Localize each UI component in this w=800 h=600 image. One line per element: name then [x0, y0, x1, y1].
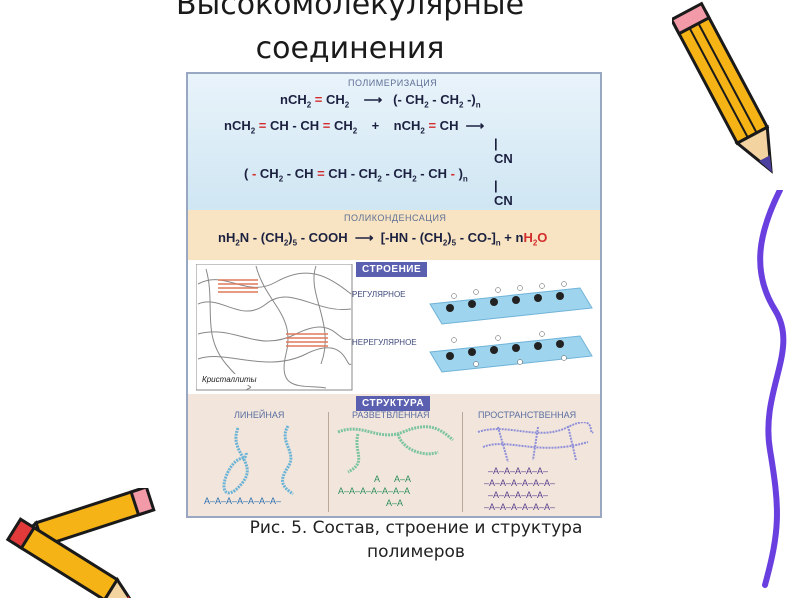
crystallites-label: Кристаллиты	[200, 374, 259, 385]
equation-cn-group-2: |CN	[494, 178, 513, 208]
equation-polyethylene: nCH2 = CH2 ⟶ (- CH2 - CH2 -)n	[280, 92, 481, 110]
figure-caption: Рис. 5. Состав, строение и структура пол…	[186, 516, 646, 564]
polymer-figure: ПОЛИМЕРИЗАЦИЯ nCH2 = CH2 ⟶ (- CH2 - CH2 …	[186, 72, 602, 518]
equation-polyamide: nH2N - (CH2)5 - COOH ⟶ [-HN - (CH2)5 - C…	[218, 230, 548, 248]
caption-line2: полимеров	[367, 542, 465, 562]
pencil-decoration-top	[672, 1, 773, 174]
chain-conformation-illustration	[429, 281, 593, 373]
branched-label: РАЗВЕТВЛЕННАЯ	[352, 410, 430, 420]
network-label: ПРОСТРАНСТВЕННАЯ	[478, 410, 577, 420]
branched-chain-main: A–A–A–A–A–A–A	[338, 486, 411, 496]
network-row-4: –A–A–A–A–A–A–	[484, 502, 556, 512]
network-row-3: –A–A–A–A–A–	[488, 490, 549, 500]
branched-chain-bottom: A–A	[386, 498, 404, 508]
polymerization-title: ПОЛИМЕРИЗАЦИЯ	[348, 78, 438, 88]
linear-label: ЛИНЕЙНАЯ	[234, 410, 285, 420]
structure-panel: Кристаллиты СТРОЕНИЕ РЕГУЛЯРНОЕ НЕРЕГУЛЯ…	[188, 260, 600, 394]
crystallites-illustration	[196, 264, 353, 391]
structure-tag: СТРОЕНИЕ	[356, 262, 428, 277]
morphology-tag: СТРУКТУРА	[356, 396, 431, 411]
caption-line1: Рис. 5. Состав, строение и структура	[249, 518, 583, 538]
equation-copolymer-product: ( - CH2 - CH = CH - CH2 - CH2 - CH - )n	[244, 166, 468, 184]
linear-chain-text: A–A–A–A–A–A–A–	[204, 496, 282, 506]
branched-chain-top: A A–A	[374, 474, 412, 484]
squiggle-decoration	[757, 190, 787, 588]
morphology-illustration	[222, 422, 594, 496]
pencil-decoration-bottom	[5, 488, 156, 598]
morphology-panel: СТРУКТУРА ЛИНЕЙНАЯ РАЗВЕТВЛЕННАЯ ПРОСТРА…	[188, 394, 600, 516]
equation-copolymer-reactants: nCH2 = CH - CH = CH2 + nCH2 = CH ⟶	[224, 118, 485, 136]
irregular-label: НЕРЕГУЛЯРНОЕ	[352, 338, 417, 347]
polymerization-panel: ПОЛИМЕРИЗАЦИЯ nCH2 = CH2 ⟶ (- CH2 - CH2 …	[188, 74, 600, 210]
network-row-2: –A–A–A–A–A–A–	[484, 478, 556, 488]
equation-cn-group-1: |CN	[494, 136, 513, 166]
network-row-1: –A–A–A–A–A–	[488, 466, 549, 476]
polycondensation-title: ПОЛИКОНДЕНСАЦИЯ	[344, 213, 447, 223]
polycondensation-panel: ПОЛИКОНДЕНСАЦИЯ nH2N - (CH2)5 - COOH ⟶ […	[188, 210, 600, 260]
slide-title-line1: Высокомолекулярные	[175, 0, 525, 22]
slide-title-line2: соединения	[255, 31, 445, 66]
regular-label: РЕГУЛЯРНОЕ	[352, 290, 406, 299]
